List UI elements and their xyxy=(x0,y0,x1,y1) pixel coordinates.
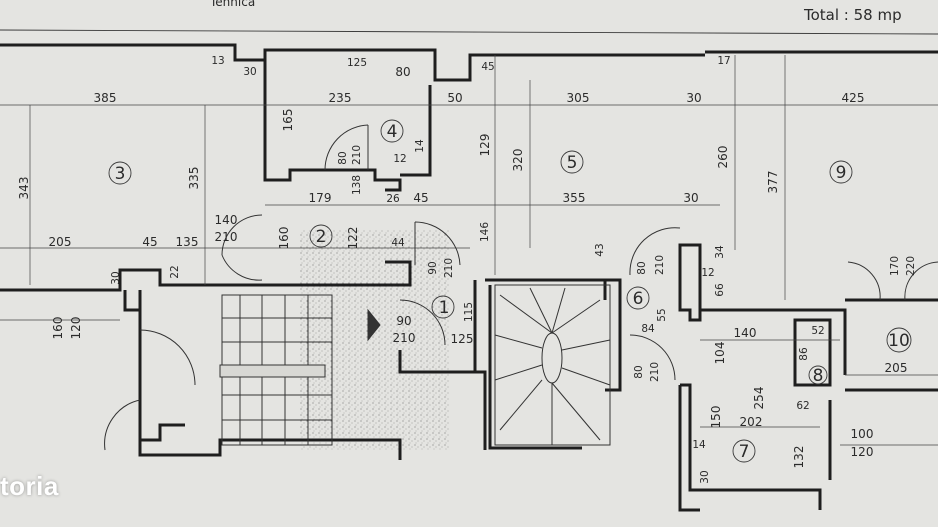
dim-355: 355 xyxy=(563,191,586,205)
room-9-label: 9 xyxy=(836,163,847,183)
dim-122: 122 xyxy=(346,227,360,250)
dim-140-door: 140 xyxy=(215,213,238,227)
dim-30-a: 30 xyxy=(243,66,256,78)
dim-138: 138 xyxy=(351,175,363,195)
dim-45-top: 45 xyxy=(481,61,494,73)
dim-425: 425 xyxy=(842,91,865,105)
dim-132: 132 xyxy=(792,446,806,469)
walls xyxy=(0,43,938,512)
dim-90-stair: 90 xyxy=(396,314,411,328)
dim-30-r7: 30 xyxy=(699,470,711,483)
dim-80-v: 80 xyxy=(337,151,349,164)
dim-135: 135 xyxy=(176,235,199,249)
dimension-labels: 385 235 50 305 30 425 13 30 125 80 45 17… xyxy=(17,55,917,484)
dim-14: 14 xyxy=(414,139,426,153)
header-rule xyxy=(0,29,938,35)
dim-12-right: 12 xyxy=(701,267,714,279)
dim-160-mid: 160 xyxy=(277,227,291,250)
dim-220: 220 xyxy=(905,256,917,276)
dim-165: 165 xyxy=(281,109,295,132)
dim-260: 260 xyxy=(716,146,730,169)
room-2-label: 2 xyxy=(316,227,327,247)
dim-34: 34 xyxy=(714,245,726,259)
dim-120-window: 120 xyxy=(69,317,83,340)
dim-80-lower: 80 xyxy=(633,365,645,378)
dim-205-left: 205 xyxy=(49,235,72,249)
total-label: Total : 58 mp xyxy=(803,6,902,24)
room-7-label: 7 xyxy=(739,442,750,462)
dim-12: 12 xyxy=(393,153,406,165)
dim-125: 125 xyxy=(451,332,474,346)
dim-129: 129 xyxy=(478,134,492,157)
dim-30-left: 30 xyxy=(110,271,122,284)
dim-170: 170 xyxy=(889,256,901,276)
room-6-label: 6 xyxy=(633,289,644,309)
room-5-label: 5 xyxy=(567,153,578,173)
dim-43: 43 xyxy=(594,243,606,256)
dim-254: 254 xyxy=(752,387,766,410)
dim-17: 17 xyxy=(717,55,730,67)
dim-160-window: 160 xyxy=(51,317,65,340)
dim-120-r10: 120 xyxy=(851,445,874,459)
room-4-label: 4 xyxy=(387,122,398,142)
corridor-shading xyxy=(300,230,450,450)
dim-377: 377 xyxy=(766,171,780,194)
dim-335: 335 xyxy=(187,167,201,190)
dim-45-mid: 45 xyxy=(413,191,428,205)
dim-140-r7: 140 xyxy=(734,326,757,340)
dim-179: 179 xyxy=(309,191,332,205)
dim-80-top: 80 xyxy=(395,65,410,79)
dim-44: 44 xyxy=(391,237,405,249)
dim-125: 125 xyxy=(347,57,367,69)
dimension-lines xyxy=(0,55,938,446)
dim-104: 104 xyxy=(713,342,727,365)
dim-305: 305 xyxy=(567,91,590,105)
dim-50: 50 xyxy=(447,91,462,105)
dim-86: 86 xyxy=(798,347,810,361)
dim-62: 62 xyxy=(796,400,809,412)
dim-205-r10: 205 xyxy=(885,361,908,375)
dim-100: 100 xyxy=(851,427,874,441)
dim-52: 52 xyxy=(811,325,824,337)
dim-146: 146 xyxy=(479,222,491,242)
dim-115: 115 xyxy=(463,302,475,322)
watermark-text: toria xyxy=(0,471,59,501)
dim-26: 26 xyxy=(386,193,400,205)
dim-55: 55 xyxy=(656,308,668,321)
dim-210-door6: 210 xyxy=(654,255,666,275)
dim-210-v: 210 xyxy=(351,145,363,165)
title-partial: Tehnica xyxy=(209,0,255,9)
door-swings xyxy=(104,124,938,451)
dim-210-stair: 210 xyxy=(393,331,416,345)
dim-22: 22 xyxy=(169,265,181,278)
dim-210-door2: 210 xyxy=(443,258,455,278)
dim-80-door6: 80 xyxy=(636,261,648,274)
dim-14-r7: 14 xyxy=(692,439,706,451)
dim-320: 320 xyxy=(511,149,525,172)
dim-30-top: 30 xyxy=(686,91,701,105)
room-10-label: 10 xyxy=(888,331,910,351)
room-3-label: 3 xyxy=(115,164,126,184)
room-numbers: 1 2 3 4 5 6 7 8 9 10 xyxy=(115,122,910,462)
room-markers xyxy=(108,119,912,463)
stair-spiral xyxy=(494,284,611,446)
dim-385: 385 xyxy=(94,91,117,105)
dim-210-door: 210 xyxy=(215,230,238,244)
dim-84: 84 xyxy=(641,323,655,335)
dim-13: 13 xyxy=(211,55,224,67)
dim-343: 343 xyxy=(17,177,31,200)
dim-210-lower: 210 xyxy=(649,362,661,382)
dim-90-door2: 90 xyxy=(427,261,439,274)
room-8-label: 8 xyxy=(813,366,824,386)
dim-235: 235 xyxy=(329,91,352,105)
dim-30-mid: 30 xyxy=(683,191,698,205)
room-1-label: 1 xyxy=(439,298,450,318)
stair-left xyxy=(219,294,333,446)
dim-45-left: 45 xyxy=(142,235,157,249)
dim-66: 66 xyxy=(714,283,726,297)
dim-202: 202 xyxy=(740,415,763,429)
dim-150: 150 xyxy=(709,406,723,429)
